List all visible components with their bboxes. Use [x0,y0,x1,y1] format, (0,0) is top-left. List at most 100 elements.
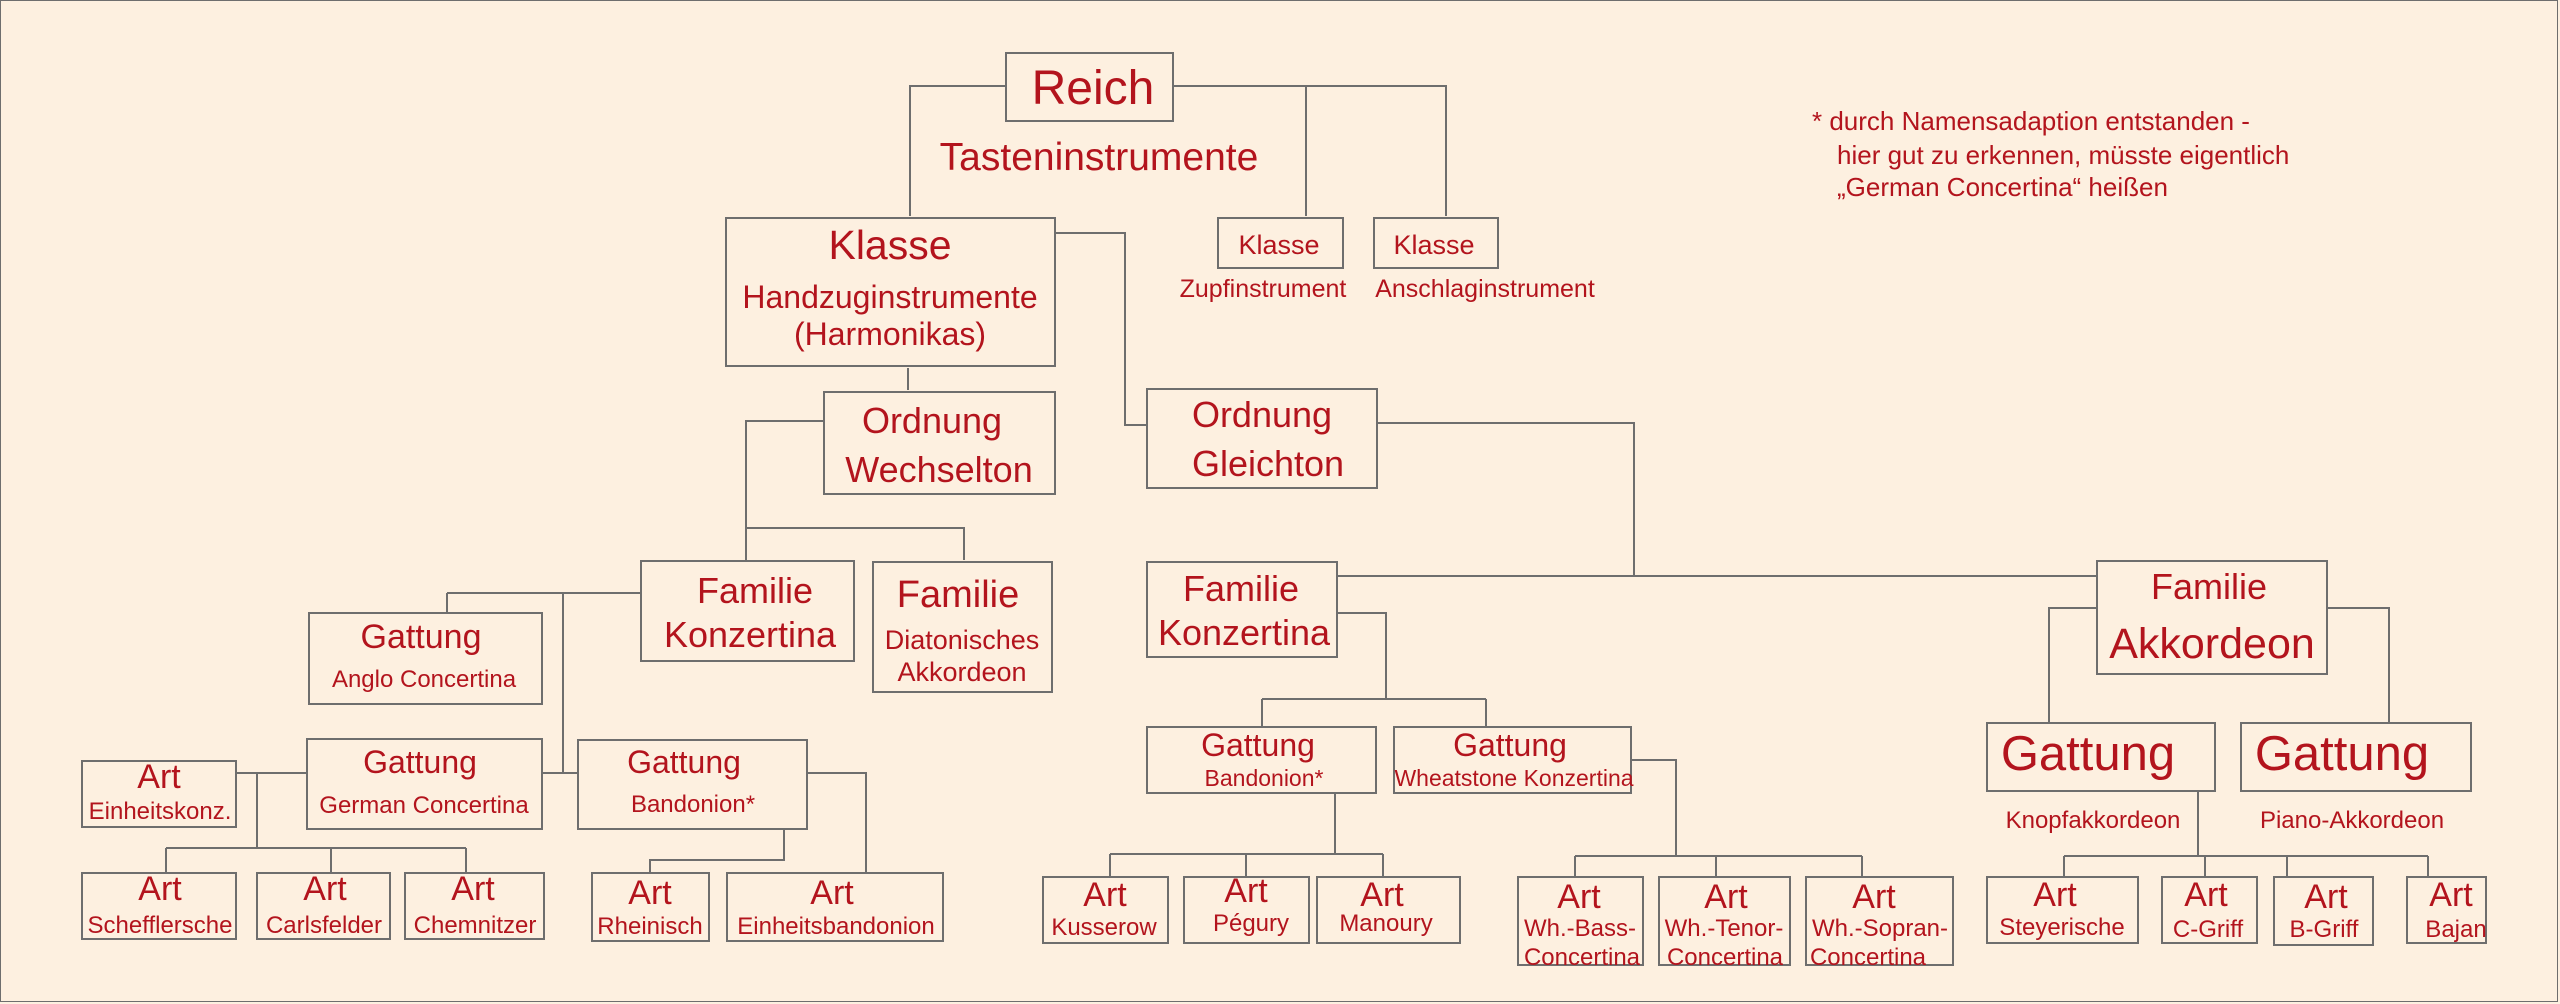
klasse-handzug-name-1: Handzuginstrumente [742,279,1038,315]
familie-akkordeon-box [2096,560,2328,675]
art-c-griff-label: Art [2184,876,2228,914]
art-wh-sopran-name-1: Wh.-Sopran- [1811,915,1949,942]
art-bajan-label: Art [2429,876,2473,914]
gattung-wheatstone-name: Wheatstone Konzertina [1394,765,1634,791]
line-bandonion1-right [807,772,867,872]
gattung-bandonion-2-label: Gattung [1201,727,1315,763]
line-reich-klasse [909,85,1005,216]
klasse-zupf-box [1217,217,1344,269]
klasse-zupf-name: Zupfinstrument [1179,275,1347,303]
art-pegury-box [1183,876,1310,944]
art-b-griff-name: B-Griff [2289,916,2359,943]
familie-konzertina-2-name: Konzertina [1157,612,1331,653]
art-c-griff-name: C-Griff [2172,916,2244,943]
art-rheinisch-label: Art [628,874,672,912]
footnote-line-2: hier gut zu erkennen, müsste eigentlich [1837,140,2290,170]
gattung-knopf-box [1986,722,2216,792]
art-einheitskonz-name: Einheitskonz. [88,798,232,825]
art-wh-tenor-box [1658,876,1791,966]
reich-label: Reich [1031,62,1155,115]
line-akkordeon-piano [2327,607,2390,722]
gattung-wheatstone-label: Gattung [1453,727,1567,763]
gattung-german-label: Gattung [363,744,477,780]
art-schefflersche-label: Art [138,870,182,908]
art-manoury-name: Manoury [1339,910,1433,937]
gattung-bandonion-1-box [577,739,808,830]
reich-name: Tasteninstrumente [939,136,1259,179]
gattung-wheatstone-box [1393,726,1632,794]
gattung-bandonion-2-box [1146,726,1377,794]
line-konzertina2-down [1338,612,1387,699]
ordnung-gleichton-box [1146,388,1378,489]
line-bandonion1-rheinisch [649,830,785,872]
footnote-line-1: * durch Namensadaption entstanden - [1812,106,2250,136]
footnote-line-3: „German Concertina“ heißen [1837,172,2168,202]
familie-diatonisch-name-2: Akkordeon [897,657,1027,687]
art-einheitsbandonion-box [726,872,944,942]
art-einheitsbandonion-label: Art [810,874,854,912]
art-carlsfelder-label: Art [303,870,347,908]
art-steyerische-label: Art [2033,876,2077,914]
line-akkordeon-knopf [2048,607,2096,722]
art-carlsfelder-box [256,872,391,940]
art-einheitskonz-label: Art [137,758,181,796]
art-schefflersche-name: Schefflersche [87,912,233,939]
gattung-piano-label: Gattung [2254,727,2430,781]
gattung-knopf-label: Gattung [2000,727,2176,781]
art-rheinisch-name: Rheinisch [597,913,703,940]
line-gleichton-right [1377,422,1635,576]
art-kusserow-label: Art [1083,876,1127,914]
art-wh-sopran-label: Art [1852,878,1896,916]
ordnung-wechselton-name: Wechselton [845,449,1033,490]
art-kusserow-box [1042,876,1169,944]
art-wh-sopran-name-2: Concertina [1809,944,1927,971]
familie-konzertina-1-box [640,560,855,662]
line-wheatstone-right [1631,759,1677,856]
art-pegury-name: Pégury [1212,910,1290,937]
ordnung-wechselton-box [823,391,1056,495]
klasse-anschlag-box [1373,217,1499,269]
gattung-anglo-name: Anglo Concertina [331,666,517,693]
gattung-german-name: German Concertina [319,792,529,819]
art-manoury-label: Art [1360,876,1404,914]
familie-akkordeon-label: Familie [2150,566,2268,607]
art-wh-tenor-name-2: Concertina [1666,944,1784,971]
art-einheitskonz-box [81,760,237,828]
art-schefflersche-box [81,872,237,940]
familie-akkordeon-name: Akkordeon [2109,620,2315,668]
art-wh-bass-name-2: Concertina [1523,944,1641,971]
art-carlsfelder-name: Carlsfelder [265,912,383,939]
gattung-bandonion-1-label: Gattung [627,744,741,780]
familie-diatonisch-box [872,561,1053,693]
klasse-anschlag-label: Klasse [1393,230,1475,260]
line-reich-anschlag [1306,85,1447,216]
gattung-knopf-name: Knopfakkordeon [2005,807,2181,834]
line-wechselton-down [745,420,824,528]
art-einheitsbandonion-name: Einheitsbandonion [737,913,935,940]
ordnung-gleichton-name: Gleichton [1191,443,1345,484]
art-steyerische-name: Steyerische [1999,914,2125,941]
ordnung-wechselton-label: Ordnung [861,400,1003,441]
gattung-bandonion-2-name: Bandonion* [1204,765,1324,791]
gattung-piano-name: Piano-Akkordeon [2259,807,2445,834]
art-chemnitzer-box [404,872,545,940]
klasse-zupf-label: Klasse [1238,230,1320,260]
art-bajan-box [2406,876,2487,944]
art-wh-bass-name-1: Wh.-Bass- [1523,915,1637,942]
art-chemnitzer-label: Art [451,870,495,908]
familie-diatonisch-name-1: Diatonisches [884,625,1040,655]
art-kusserow-name: Kusserow [1051,914,1157,941]
klasse-handzug-label: Klasse [828,222,952,268]
familie-konzertina-1-label: Familie [696,570,814,611]
art-wh-tenor-name-1: Wh.-Tenor- [1664,915,1784,942]
art-rheinisch-box [591,872,710,942]
art-steyerische-box [1986,876,2139,944]
gattung-german-box [306,738,543,830]
reich-box [1005,52,1174,122]
line-klasse-gleichton [1055,232,1147,426]
familie-konzertina-2-label: Familie [1182,568,1300,609]
line-wechselton-familien [746,527,965,560]
klasse-handzug-name-2: (Harmonikas) [793,316,987,352]
